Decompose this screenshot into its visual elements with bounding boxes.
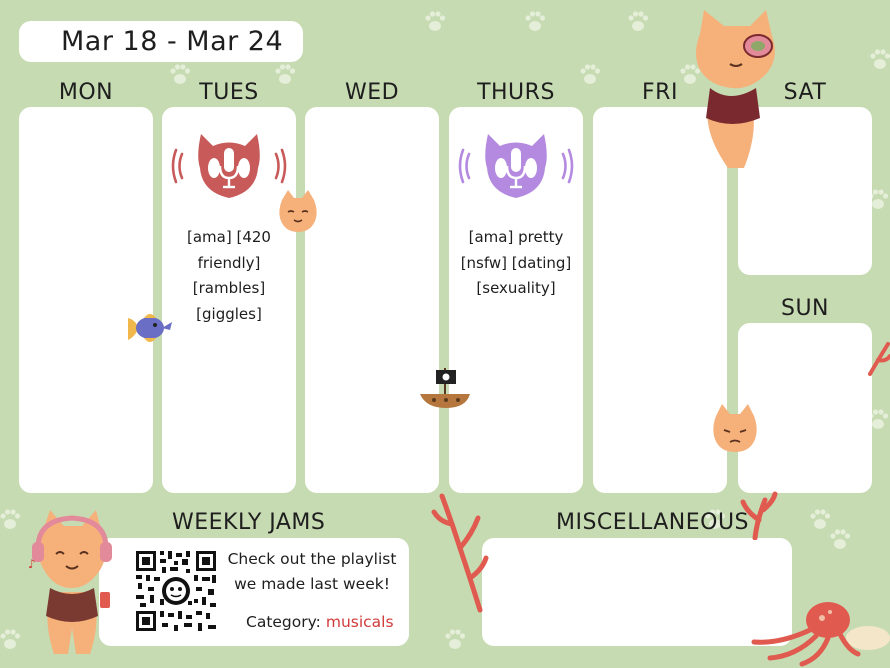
day-card-wed[interactable] — [305, 107, 439, 493]
cat-character-icon — [696, 10, 775, 168]
tag-line: [sexuality] — [476, 279, 556, 297]
coral-icon — [740, 491, 778, 540]
day-card-mon[interactable] — [19, 107, 153, 493]
tag-line: [ama] pretty — [468, 228, 564, 246]
miscellaneous-card[interactable] — [482, 538, 792, 646]
octopus-icon — [751, 602, 890, 667]
fish-icon — [128, 314, 172, 342]
day-label-sat: SAT — [783, 80, 827, 105]
cat-face-icon — [713, 404, 757, 452]
weekly-jams-heading: WEEKLY JAMS — [172, 510, 326, 535]
coral-icon — [431, 493, 489, 613]
miscellaneous-heading: MISCELLANEOUS — [556, 510, 750, 535]
week-range-title: Mar 18 - Mar 24 — [19, 21, 303, 62]
day-card-sat[interactable] — [738, 107, 872, 275]
tag-line: friendly] — [197, 253, 261, 272]
cat-face-icon — [279, 190, 317, 232]
day-label-thurs: THURS — [477, 80, 555, 105]
tag-line: [nsfw] [dating] — [460, 253, 572, 272]
tag-line: [giggles] — [196, 304, 262, 323]
day-label-tues: TUES — [199, 80, 259, 105]
day-label-mon: MON — [58, 80, 114, 105]
cat-headphones-character-icon: ♪ — [28, 510, 112, 654]
cat-microphone-icon — [458, 134, 574, 198]
pirate-ship-icon — [420, 368, 470, 408]
tues-tags: [ama] [420 friendly] [rambles] [giggles] — [162, 225, 296, 327]
playlist-message: Check out the playlist we made last week… — [222, 547, 402, 597]
category-label: Category: — [246, 613, 321, 631]
day-label-fri: FRI — [642, 80, 678, 105]
category-value[interactable]: musicals — [325, 613, 394, 631]
cat-microphone-icon — [171, 134, 287, 198]
thurs-tags: [ama] pretty [nsfw] [dating] [sexuality] — [449, 225, 583, 302]
coral-icon — [868, 342, 890, 376]
day-label-wed: WED — [344, 80, 400, 105]
day-card-sun[interactable] — [738, 323, 872, 493]
svg-text:♪: ♪ — [28, 557, 36, 571]
tag-line: [rambles] — [192, 279, 266, 297]
tag-line: [ama] [420 — [187, 228, 271, 246]
category-line: Category: musicals — [246, 613, 394, 631]
day-label-sun: SUN — [780, 296, 830, 321]
playlist-line-1: Check out the playlist — [227, 550, 397, 568]
qr-code-icon[interactable] — [134, 549, 218, 633]
day-card-fri[interactable] — [593, 107, 727, 493]
playlist-line-2: we made last week! — [234, 575, 390, 593]
